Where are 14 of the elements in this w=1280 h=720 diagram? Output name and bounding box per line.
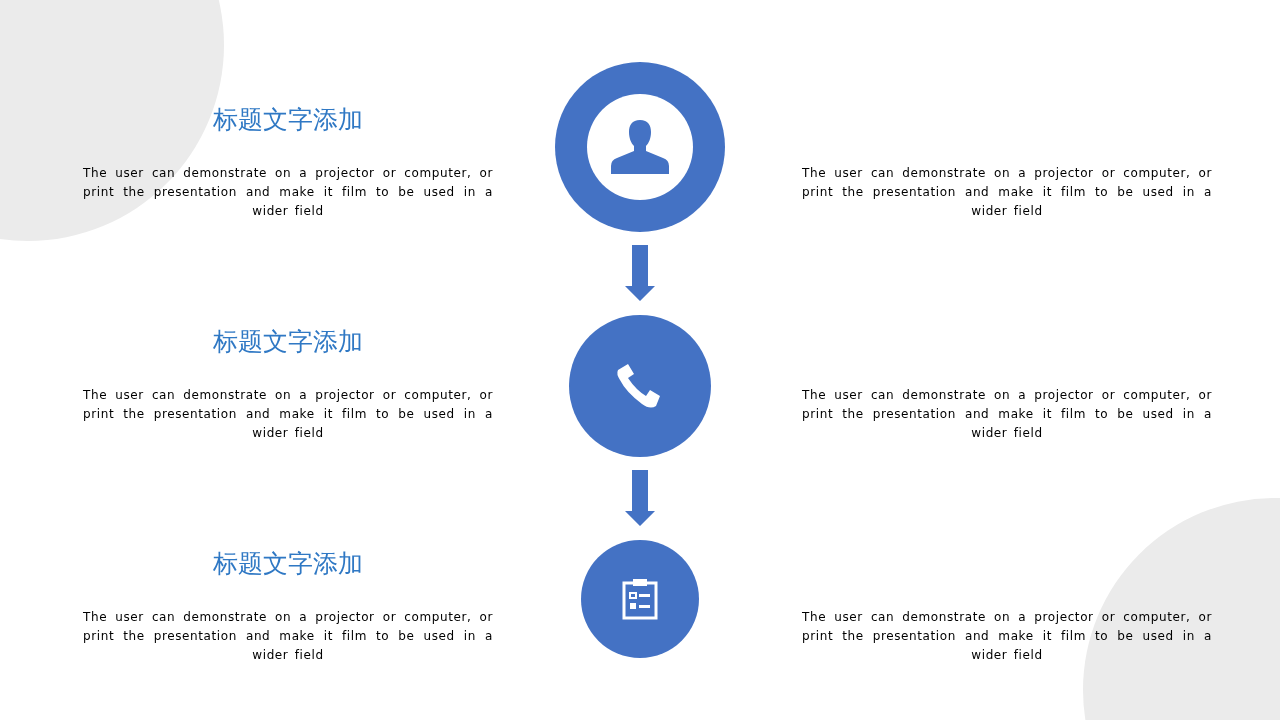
heading: 标题文字添加 bbox=[213, 104, 363, 136]
description-text: The user can demonstrate on a projector or computer, or print the presentation and make it film to be used in a wider field bbox=[802, 387, 1212, 442]
description-text: The user can demonstrate on a projector or computer, or print the presentation and make it film to be used in a wider field bbox=[802, 609, 1212, 664]
icon-circle bbox=[581, 540, 699, 658]
icon-circle bbox=[569, 315, 711, 457]
description-text: The user can demonstrate on a projector or computer, or print the presentation and make it film to be used in a wider field bbox=[83, 387, 493, 442]
heading: 标题文字添加 bbox=[213, 548, 363, 580]
icon-circle bbox=[555, 62, 725, 232]
arrow bbox=[625, 470, 655, 526]
description-text: The user can demonstrate on a projector or computer, or print the presentation and make it film to be used in a wider field bbox=[83, 609, 493, 664]
description-text: The user can demonstrate on a projector or computer, or print the presentation and make it film to be used in a wider field bbox=[83, 165, 493, 220]
arrow bbox=[625, 245, 655, 301]
description-text: The user can demonstrate on a projector or computer, or print the presentation and make it film to be used in a wider field bbox=[802, 165, 1212, 220]
heading: 标题文字添加 bbox=[213, 326, 363, 358]
